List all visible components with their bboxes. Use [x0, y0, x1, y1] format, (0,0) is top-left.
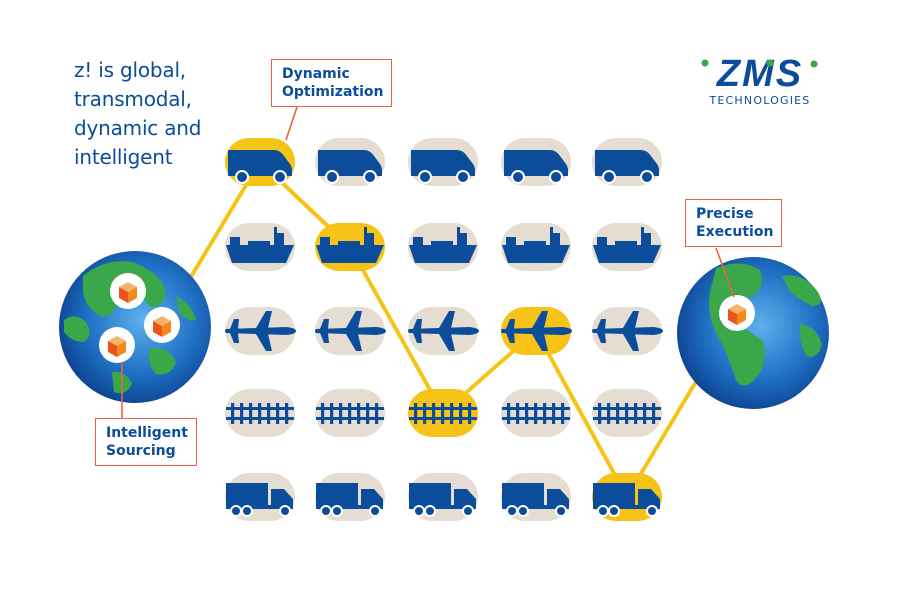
rail-cell	[592, 389, 662, 437]
van-cell	[315, 138, 385, 186]
sourcing-box-icon	[144, 307, 180, 343]
van-cell	[501, 138, 571, 186]
plane-cell	[225, 307, 296, 355]
callout-line: Sourcing	[106, 443, 176, 459]
selected-truck-cell	[592, 473, 662, 521]
ship-cell	[225, 223, 295, 271]
truck-cell	[315, 473, 385, 521]
logo-wordmark: ZMS	[716, 54, 803, 95]
logo-dot-icon	[810, 60, 818, 68]
rail-cell	[501, 389, 571, 437]
callout-intelligent-sourcing: Intelligent Sourcing	[95, 418, 197, 466]
sourcing-box-icon	[99, 327, 135, 363]
van-cell	[592, 138, 662, 186]
headline: z! is global, transmodal, dynamic and in…	[74, 56, 274, 172]
zms-logo: ZMS TECHNOLOGIES	[701, 54, 818, 107]
headline-line: transmodal,	[74, 87, 192, 111]
rail-cell	[225, 389, 295, 437]
plane-cell	[315, 307, 386, 355]
plane-cell	[408, 307, 479, 355]
selected-ship-cell	[315, 223, 385, 271]
sourcing-box-icon	[110, 273, 146, 309]
headline-line: z! is global,	[74, 58, 186, 82]
plane-cell	[592, 307, 663, 355]
logo-tagline: TECHNOLOGIES	[708, 94, 810, 107]
callout-line: Execution	[696, 224, 774, 240]
ship-cell	[592, 223, 662, 271]
callout-precise-execution: Precise Execution	[685, 199, 783, 247]
execution-box-icon	[719, 295, 755, 331]
left-globe-icon	[59, 251, 211, 403]
right-globe-icon	[677, 257, 829, 409]
ship-cell	[501, 223, 571, 271]
headline-line: intelligent	[74, 145, 173, 169]
callout-line: Precise	[696, 206, 754, 222]
rail-cell	[315, 389, 385, 437]
selected-van-cell	[225, 138, 295, 186]
logo-dot-icon	[701, 59, 709, 67]
callout-pointers	[121, 106, 735, 418]
logo-dot-icon	[766, 59, 774, 67]
selected-rail-cell	[408, 389, 478, 437]
ship-cell	[408, 223, 478, 271]
truck-cell	[501, 473, 571, 521]
headline-line: dynamic and	[74, 116, 202, 140]
truck-cell	[408, 473, 478, 521]
callout-line: Optimization	[282, 84, 384, 100]
transport-mode-grid	[225, 138, 663, 521]
truck-cell	[225, 473, 295, 521]
callout-line: Intelligent	[106, 425, 188, 441]
callout-dynamic-optimization: Dynamic Optimization	[271, 59, 393, 107]
selected-plane-cell	[501, 307, 572, 355]
van-cell	[408, 138, 478, 186]
callout-line: Dynamic	[282, 66, 350, 82]
